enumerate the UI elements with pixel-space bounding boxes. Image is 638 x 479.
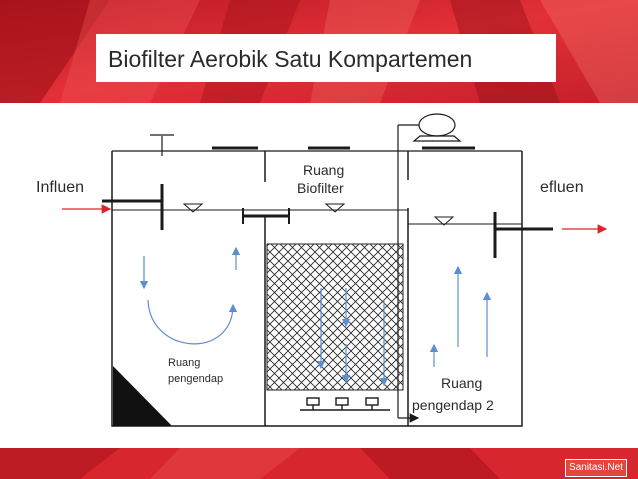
biofilter-media (266, 243, 404, 391)
outlet-pipe (493, 212, 553, 258)
settling-zone2-label-line1: Ruang (441, 375, 483, 391)
effluent-label: efluen (540, 179, 584, 196)
sludge-deposit (113, 366, 172, 426)
biofilter-zone-label-line1: Ruang (303, 162, 345, 178)
settling-zone-label-line1: Ruang (168, 357, 201, 369)
air-diffuser-icon (300, 397, 390, 411)
settling-zone2-label-line2: pengendap 2 (412, 397, 494, 413)
tank-outline (111, 134, 523, 427)
blower-pump-icon (397, 113, 462, 423)
settling-zone-label-line2: pengendap (168, 373, 224, 385)
inlet-pipe (102, 184, 164, 230)
partition-walls (264, 151, 409, 426)
header-banner (0, 0, 638, 103)
footer-banner (0, 448, 638, 479)
biofilter-zone-label-line2: Biofilter (297, 180, 344, 196)
water-level-triangle-icon (182, 203, 455, 226)
influent-label: Influen (36, 179, 85, 196)
transfer-pipe (242, 208, 290, 224)
page-title: Biofilter Aerobik Satu Kompartemen (108, 46, 473, 72)
biofilter-diagram (62, 113, 608, 427)
flow-arrows (139, 246, 492, 387)
water-level-lines (112, 209, 522, 225)
site-badge[interactable]: Sanitasi.Net (565, 459, 627, 477)
